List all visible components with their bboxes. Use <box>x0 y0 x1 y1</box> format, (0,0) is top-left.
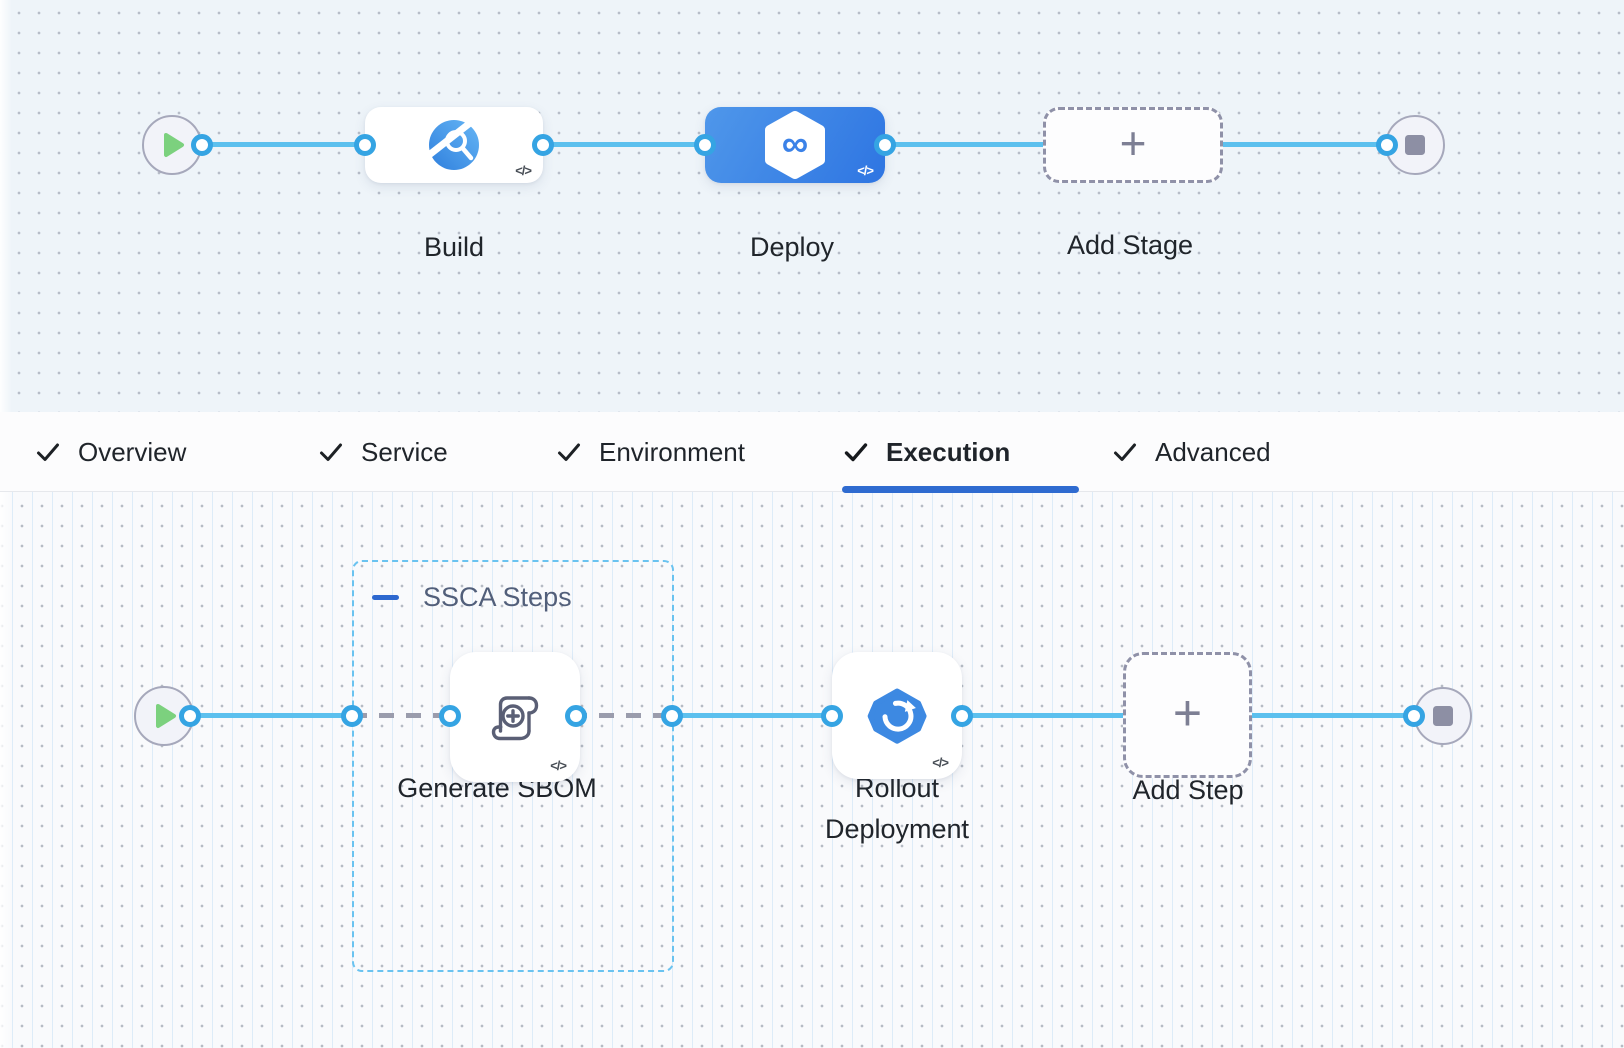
plus-icon: + <box>1119 117 1147 169</box>
plus-icon: + <box>1172 685 1203 741</box>
port[interactable] <box>565 705 587 727</box>
port[interactable] <box>191 134 213 156</box>
port[interactable] <box>179 705 201 727</box>
port[interactable] <box>951 705 973 727</box>
stage-card-build[interactable]: </> <box>365 107 543 183</box>
step-connector-dashed <box>352 713 454 718</box>
sbom-scroll-plus-icon <box>491 696 539 741</box>
step-card-generate-sbom[interactable]: </> <box>450 652 580 782</box>
add-step-button[interactable]: + <box>1123 652 1252 778</box>
code-yaml-icon: </> <box>857 163 874 178</box>
tab-label: Environment <box>599 436 745 467</box>
port[interactable] <box>874 134 896 156</box>
play-icon <box>164 133 184 157</box>
stage-card-deploy[interactable]: ∞ </> <box>705 107 885 183</box>
stop-icon <box>1433 706 1453 726</box>
cd-hexagon-infinity-icon: ∞ <box>760 110 830 180</box>
port[interactable] <box>532 134 554 156</box>
port[interactable] <box>354 134 376 156</box>
tab-advanced[interactable]: Advanced <box>1112 412 1271 492</box>
port[interactable] <box>1376 134 1398 156</box>
code-yaml-icon: </> <box>932 755 949 770</box>
tab-label: Execution <box>886 436 1011 467</box>
check-icon <box>558 443 580 461</box>
stage-label-deploy: Deploy <box>749 232 835 262</box>
play-icon <box>156 704 176 728</box>
tab-overview[interactable]: Overview <box>35 412 186 492</box>
step-connector-dashed <box>572 713 676 718</box>
port[interactable] <box>661 705 683 727</box>
tab-label: Service <box>361 436 448 467</box>
check-icon <box>844 443 868 462</box>
port[interactable] <box>821 705 843 727</box>
stage-config-tabbar: Overview Service Environment Execution A… <box>0 412 1624 493</box>
tab-service[interactable]: Service <box>318 412 448 492</box>
check-icon <box>1114 443 1136 461</box>
code-yaml-icon: </> <box>550 758 567 773</box>
port[interactable] <box>439 705 461 727</box>
stop-icon <box>1405 135 1425 155</box>
step-connector-line <box>188 713 356 718</box>
collapse-minus-icon[interactable] <box>372 594 399 600</box>
tab-label: Advanced <box>1155 436 1271 467</box>
add-stage-button[interactable]: + <box>1043 107 1223 183</box>
tab-environment[interactable]: Environment <box>556 412 745 492</box>
execution-end-node[interactable] <box>1414 687 1472 745</box>
tab-execution[interactable]: Execution <box>843 412 1010 492</box>
step-card-rollout-deployment[interactable]: </> <box>832 652 962 779</box>
ssca-group-header: SSCA Steps <box>372 577 572 617</box>
check-icon <box>320 443 342 461</box>
execution-graph-canvas[interactable]: SSCA Steps </> </> <box>0 492 1624 1048</box>
canvas-edge-fade <box>0 0 12 412</box>
active-tab-underline <box>842 486 1079 493</box>
tab-label: Overview <box>78 436 187 467</box>
check-icon <box>37 443 59 461</box>
rollout-circular-arrow-icon <box>867 688 927 744</box>
port[interactable] <box>341 705 363 727</box>
code-yaml-icon: </> <box>515 163 532 178</box>
canvas-edge-fade <box>0 492 12 1048</box>
port[interactable] <box>694 134 716 156</box>
ci-build-icon <box>427 119 479 170</box>
stage-graph-canvas[interactable]: </> ∞ </> + Build Deploy Add Stage <box>0 0 1624 412</box>
stage-label-add-stage: Add Stage <box>1066 230 1194 260</box>
pipeline-start-node[interactable] <box>142 115 202 175</box>
step-label-add-step: Add Step <box>1132 775 1244 805</box>
ssca-steps-group <box>352 560 674 972</box>
step-label-rollout-deployment: Rollout Deployment <box>824 773 970 844</box>
stage-label-build: Build <box>423 232 485 262</box>
step-connector-line <box>668 713 1416 718</box>
ssca-group-label: SSCA Steps <box>423 581 572 612</box>
port[interactable] <box>1403 705 1425 727</box>
